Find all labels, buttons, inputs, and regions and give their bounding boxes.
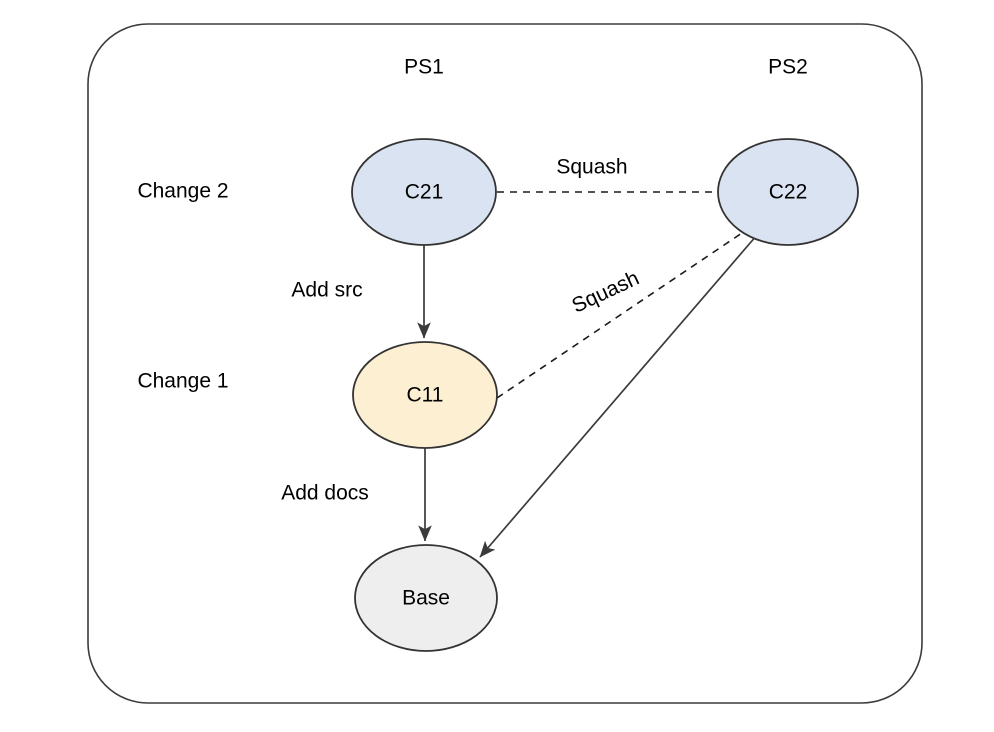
edge-label-add-docs: Add docs <box>281 482 369 505</box>
node-c21[interactable]: C21 <box>351 138 497 246</box>
node-base[interactable]: Base <box>354 544 498 652</box>
diagram-frame <box>87 23 923 704</box>
edge-label-squash-diagonal: Squash <box>568 267 642 318</box>
node-c22-shape <box>717 138 859 246</box>
node-base-label: Base <box>402 587 450 610</box>
column-header-ps1: PS1 <box>404 56 444 79</box>
node-c22[interactable]: C22 <box>717 138 859 246</box>
edge-c22-to-base <box>479 234 758 558</box>
node-c11[interactable]: C11 <box>352 341 498 449</box>
edge-label-squash-horizontal: Squash <box>556 156 627 179</box>
node-c21-shape <box>351 138 497 246</box>
edge-c11-to-c22 <box>496 232 743 399</box>
node-base-shape <box>354 544 498 652</box>
row-label-change-1: Change 1 <box>137 370 228 393</box>
row-label-change-2: Change 2 <box>137 180 228 203</box>
node-c11-shape <box>352 341 498 449</box>
edge-label-add-src: Add src <box>291 279 362 302</box>
node-c22-label: C22 <box>769 181 808 204</box>
node-c21-label: C21 <box>405 181 444 204</box>
node-c11-label: C11 <box>407 384 444 407</box>
column-header-ps2: PS2 <box>768 56 808 79</box>
